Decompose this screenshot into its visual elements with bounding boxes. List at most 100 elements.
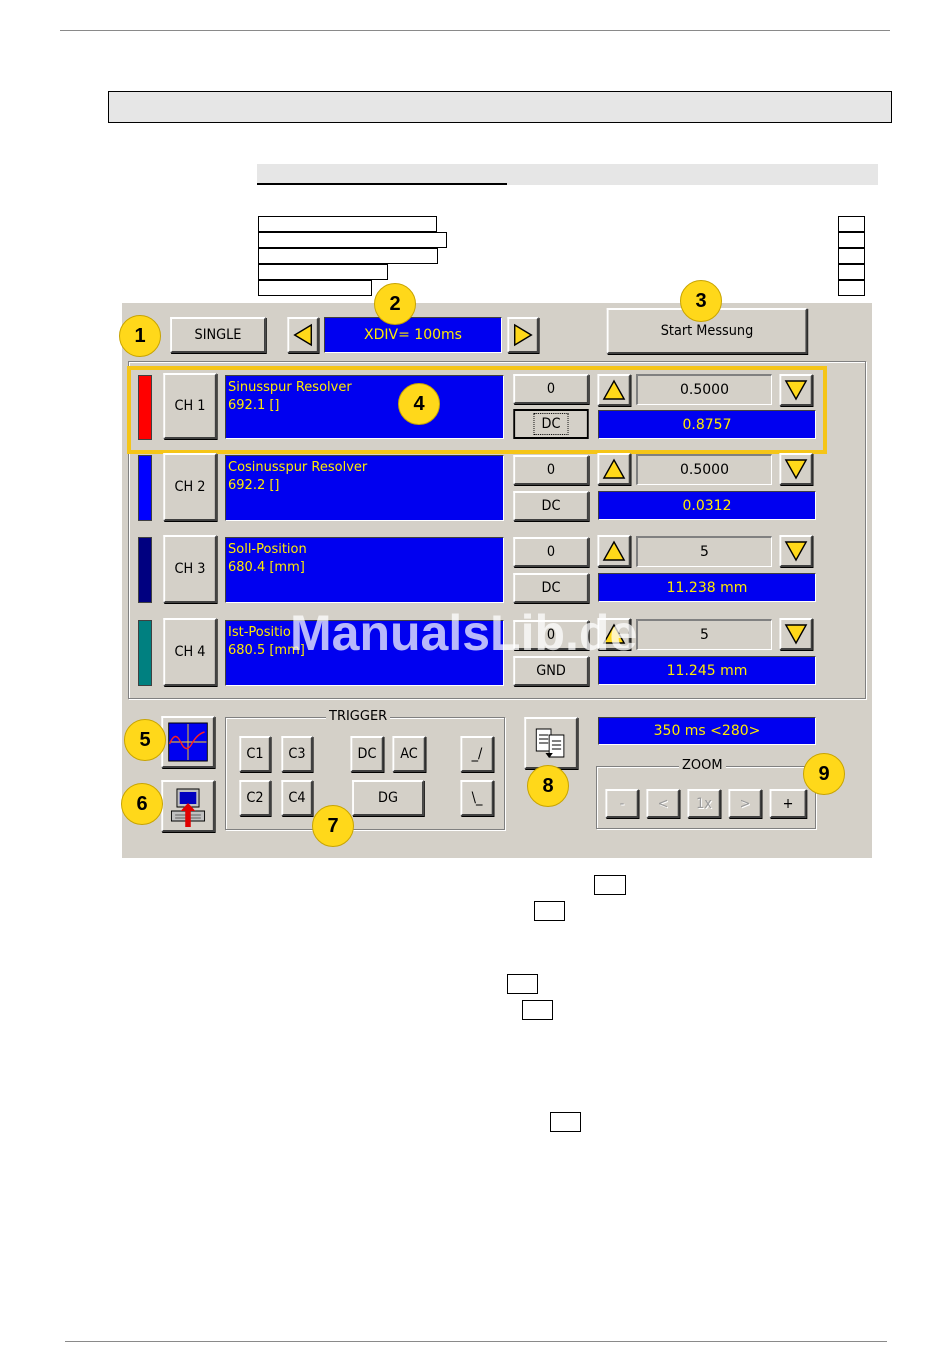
callout-badge-8: 8 xyxy=(527,765,569,807)
trigger-c4-button[interactable]: C4 xyxy=(281,780,313,816)
trigger-falling-edge-button[interactable]: \_ xyxy=(460,780,494,816)
callout-badge-1: 1 xyxy=(119,315,161,357)
copy-button[interactable] xyxy=(524,717,578,769)
channel-3-scale-down-button[interactable] xyxy=(779,535,813,567)
triangle-down-icon xyxy=(784,624,808,645)
trigger-ac-button[interactable]: AC xyxy=(392,736,426,772)
channel-4-scale: 5 xyxy=(636,619,772,650)
channel-3-signal: 680.4 [mm] xyxy=(228,560,305,575)
subheading-underline xyxy=(257,183,507,185)
channel-1-signal: 692.1 [] xyxy=(228,398,280,413)
channel-3-label: Soll-Position xyxy=(228,542,307,557)
subheading-bar xyxy=(257,164,878,185)
channel-1-button[interactable]: CH 1 xyxy=(163,373,217,439)
xdiv-increase-button[interactable] xyxy=(507,317,539,353)
trigger-dc-button[interactable]: DC xyxy=(350,736,384,772)
channel-3-scale: 5 xyxy=(636,536,772,567)
text-line-3 xyxy=(258,248,438,264)
channel-4-scale-down-button[interactable] xyxy=(779,618,813,650)
channel-4-description: Ist-Positio 680.5 [mm] xyxy=(225,620,504,686)
page-ref-2 xyxy=(838,232,865,248)
channel-3-offset-button[interactable]: 0 xyxy=(513,537,589,567)
channel-2-scale-up-button[interactable] xyxy=(597,453,631,485)
triangle-up-icon xyxy=(602,379,626,400)
channel-1-description: Sinusspur Resolver 692.1 [] xyxy=(225,375,504,439)
channel-4-coupling-button[interactable]: GND xyxy=(513,656,589,686)
single-button[interactable]: SINGLE xyxy=(170,317,266,353)
channel-4-value: 11.245 mm xyxy=(598,656,816,685)
channel-1-label: Sinusspur Resolver xyxy=(228,380,352,395)
page-ref-1 xyxy=(838,216,865,232)
triangle-down-icon xyxy=(784,459,808,480)
channel-4-offset-button[interactable]: 0 xyxy=(513,620,589,650)
oscilloscope-icon xyxy=(168,722,208,762)
triangle-right-icon xyxy=(514,323,533,347)
triangle-down-icon xyxy=(784,541,808,562)
triangle-down-icon xyxy=(784,380,808,401)
oscilloscope-panel: SINGLE XDIV= 100ms Start Messung CH 1 Si… xyxy=(122,303,872,858)
callout-badge-3: 3 xyxy=(680,280,722,322)
page-ref-5 xyxy=(838,280,865,296)
channel-1-highlight xyxy=(127,366,827,454)
channel-1-scale-up-button[interactable] xyxy=(597,374,631,406)
trigger-label: TRIGGER xyxy=(326,709,391,724)
channels-frame xyxy=(128,361,866,699)
callout-badge-5: 5 xyxy=(124,719,166,761)
callout-badge-4: 4 xyxy=(398,383,440,425)
trigger-dg-button[interactable]: DG xyxy=(352,780,424,816)
xdiv-decrease-button[interactable] xyxy=(287,317,319,353)
channel-4-signal: 680.5 [mm] xyxy=(228,643,305,658)
channel-2-coupling-button[interactable]: DC xyxy=(513,491,589,521)
channel-2-label: Cosinusspur Resolver xyxy=(228,460,368,475)
channel-3-coupling-button[interactable]: DC xyxy=(513,573,589,603)
channel-1-offset-button[interactable]: 0 xyxy=(513,374,589,404)
scope-view-button[interactable] xyxy=(161,716,215,768)
channel-2-scale-down-button[interactable] xyxy=(779,453,813,485)
trigger-c3-button[interactable]: C3 xyxy=(281,736,313,772)
triangle-left-icon xyxy=(293,323,312,347)
zoom-reset-button[interactable]: 1x xyxy=(687,789,721,818)
triangle-up-icon xyxy=(602,458,626,479)
channel-1-scale-down-button[interactable] xyxy=(779,374,813,406)
channel-4-scale-up-button[interactable] xyxy=(597,618,631,650)
trigger-c2-button[interactable]: C2 xyxy=(239,780,271,816)
channel-2-value: 0.0312 xyxy=(598,491,816,520)
callout-badge-7: 7 xyxy=(312,805,354,847)
inline-ref-1 xyxy=(594,875,626,895)
page-ref-3 xyxy=(838,248,865,264)
inline-ref-2 xyxy=(534,901,565,921)
channel-2-button[interactable]: CH 2 xyxy=(163,453,217,521)
triangle-up-icon xyxy=(602,623,626,644)
channel-2-description: Cosinusspur Resolver 692.2 [] xyxy=(225,455,504,521)
channel-3-value: 11.238 mm xyxy=(598,573,816,602)
zoom-right-button[interactable]: > xyxy=(728,789,762,818)
channel-3-description: Soll-Position 680.4 [mm] xyxy=(225,537,504,603)
triangle-up-icon xyxy=(602,540,626,561)
channel-2-scale: 0.5000 xyxy=(636,454,772,485)
time-readout: 350 ms <280> xyxy=(598,717,816,745)
trigger-rising-edge-button[interactable]: _/ xyxy=(460,736,494,772)
channel-3-button[interactable]: CH 3 xyxy=(163,535,217,603)
trigger-c1-button[interactable]: C1 xyxy=(239,736,271,772)
footer-rule xyxy=(65,1341,887,1342)
inline-ref-4 xyxy=(522,1000,553,1020)
watermark: ManualsLib.de xyxy=(290,605,638,661)
channel-2-offset-button[interactable]: 0 xyxy=(513,455,589,485)
zoom-out-button[interactable]: - xyxy=(605,789,639,818)
channel-4-button[interactable]: CH 4 xyxy=(163,618,217,686)
computer-icon xyxy=(170,788,206,827)
callout-badge-2: 2 xyxy=(374,283,416,325)
text-line-4 xyxy=(258,264,388,280)
zoom-in-button[interactable]: + xyxy=(769,789,807,818)
channel-1-value: 0.8757 xyxy=(598,410,816,439)
computer-transfer-button[interactable] xyxy=(161,780,215,832)
inline-ref-3 xyxy=(507,974,538,994)
copy-icon xyxy=(535,728,565,758)
zoom-label: ZOOM xyxy=(679,758,726,773)
callout-badge-6: 6 xyxy=(121,783,163,825)
zoom-left-button[interactable]: < xyxy=(646,789,680,818)
channel-3-color xyxy=(138,537,152,603)
page-ref-4 xyxy=(838,264,865,280)
channel-1-coupling-button[interactable]: DC xyxy=(513,409,589,439)
channel-3-scale-up-button[interactable] xyxy=(597,535,631,567)
